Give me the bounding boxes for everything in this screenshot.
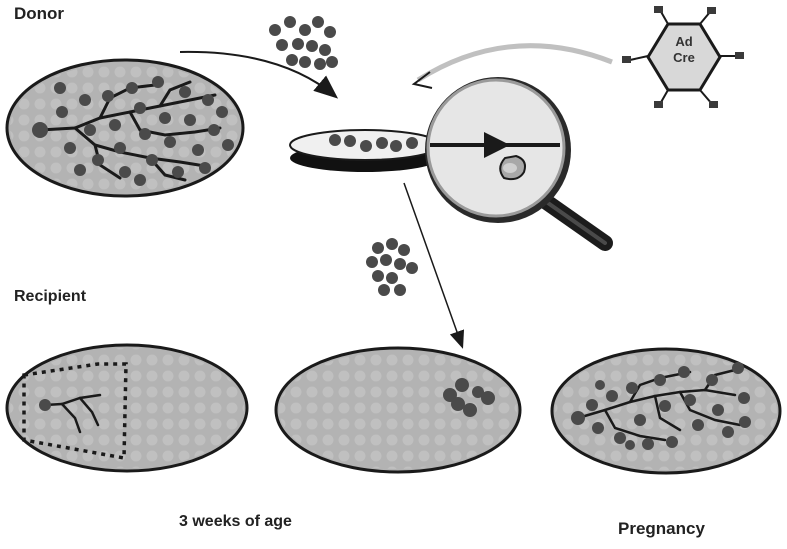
pregnancy-label: Pregnancy: [618, 519, 705, 539]
dissociated-cells-top: [269, 16, 338, 70]
magnifying-glass-icon: [425, 77, 605, 243]
age-label: 3 weeks of age: [179, 513, 292, 531]
donor-label: Donor: [14, 4, 64, 24]
recipient-label: Recipient: [14, 288, 86, 306]
culture-dish: [290, 130, 440, 172]
vector-label-line1: Ad: [664, 34, 704, 50]
recipient-gland-transplanted: [276, 348, 520, 472]
recipient-gland-pregnancy: [552, 349, 780, 473]
recipient-gland-cleared: [7, 345, 247, 471]
donor-gland: [7, 60, 243, 196]
dissociated-cells-middle: [366, 238, 418, 296]
vector-label-line2: Cre: [664, 50, 704, 66]
vector-label: Ad Cre: [664, 34, 704, 66]
arrow-adcre-to-lens: [418, 46, 612, 80]
